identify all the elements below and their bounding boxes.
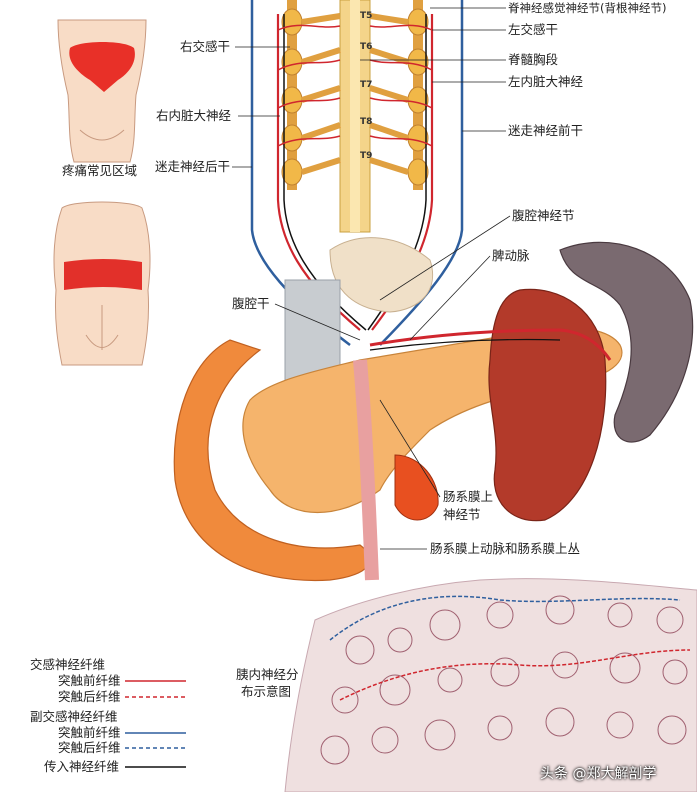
segment-label-t6: T6	[360, 42, 373, 52]
segment-label-t5: T5	[360, 11, 373, 21]
legend-parasympathetic-title: 副交感神经纤维	[30, 709, 118, 724]
sup-mesenteric-ganglion-label-2: 神经节	[443, 507, 481, 522]
celiac-plexus-fibers	[329, 237, 434, 313]
left-kidney	[488, 288, 607, 522]
legend-afferent: 传入神经纤维	[44, 759, 120, 774]
pain-area-front-figure	[57, 19, 147, 163]
segment-label-t7: T7	[360, 80, 373, 90]
celiac-trunk-label: 腹腔干	[232, 296, 270, 311]
right-greater-splanchnic-label: 右内脏大神经	[156, 108, 232, 123]
legend-sympathetic-title: 交感神经纤维	[30, 657, 106, 672]
superior-mesenteric-vessels	[353, 359, 439, 581]
left-greater-splanchnic-label: 左内脏大神经	[508, 74, 584, 89]
sup-mesenteric-ganglion-label-1: 肠系膜上	[443, 489, 494, 504]
anterior-vagal-trunk-label: 迷走神经前干	[508, 123, 584, 138]
segment-label-t8: T8	[360, 117, 373, 127]
intrapancreatic-label-2: 布示意图	[241, 684, 292, 699]
celiac-ganglion-label: 腹腔神经节	[512, 208, 575, 223]
segment-label-t9: T9	[360, 151, 373, 161]
splenic-artery-label: 脾动脉	[492, 248, 530, 263]
spinal-ganglion-label: 脊神经感觉神经节(背根神经节)	[508, 1, 667, 15]
right-sympathetic-trunk-label: 右交感干	[180, 39, 231, 54]
watermark: 头条 @郑大解剖学	[540, 766, 657, 782]
legend-para-pre: 突触前纤维	[58, 725, 121, 740]
spinal-cord	[339, 0, 371, 233]
pain-area-back-figure	[53, 201, 151, 366]
intrapancreatic-inset	[284, 578, 697, 792]
intrapancreatic-label-1: 胰内神经分	[236, 667, 299, 682]
posterior-vagal-trunk-label: 迷走神经后干	[155, 159, 231, 174]
sup-mesenteric-artery-plexus-label: 肠系膜上动脉和肠系膜上丛	[430, 541, 581, 556]
legend-lines	[125, 680, 186, 768]
splenic-artery	[369, 328, 612, 361]
aorta	[284, 279, 341, 381]
legend-para-post: 突触后纤维	[58, 740, 121, 755]
left-sympathetic-trunk-label: 左交感干	[508, 22, 559, 37]
thoracic-cord-label: 脊髓胸段	[508, 52, 559, 67]
legend-sym-pre: 突触前纤维	[58, 673, 121, 688]
leader-lines	[125, 7, 511, 768]
sympathetic-chains	[281, 0, 429, 190]
legend-sym-post: 突触后纤维	[58, 689, 121, 704]
spleen	[559, 241, 694, 443]
pain-area-label: 疼痛常见区域	[62, 163, 138, 178]
